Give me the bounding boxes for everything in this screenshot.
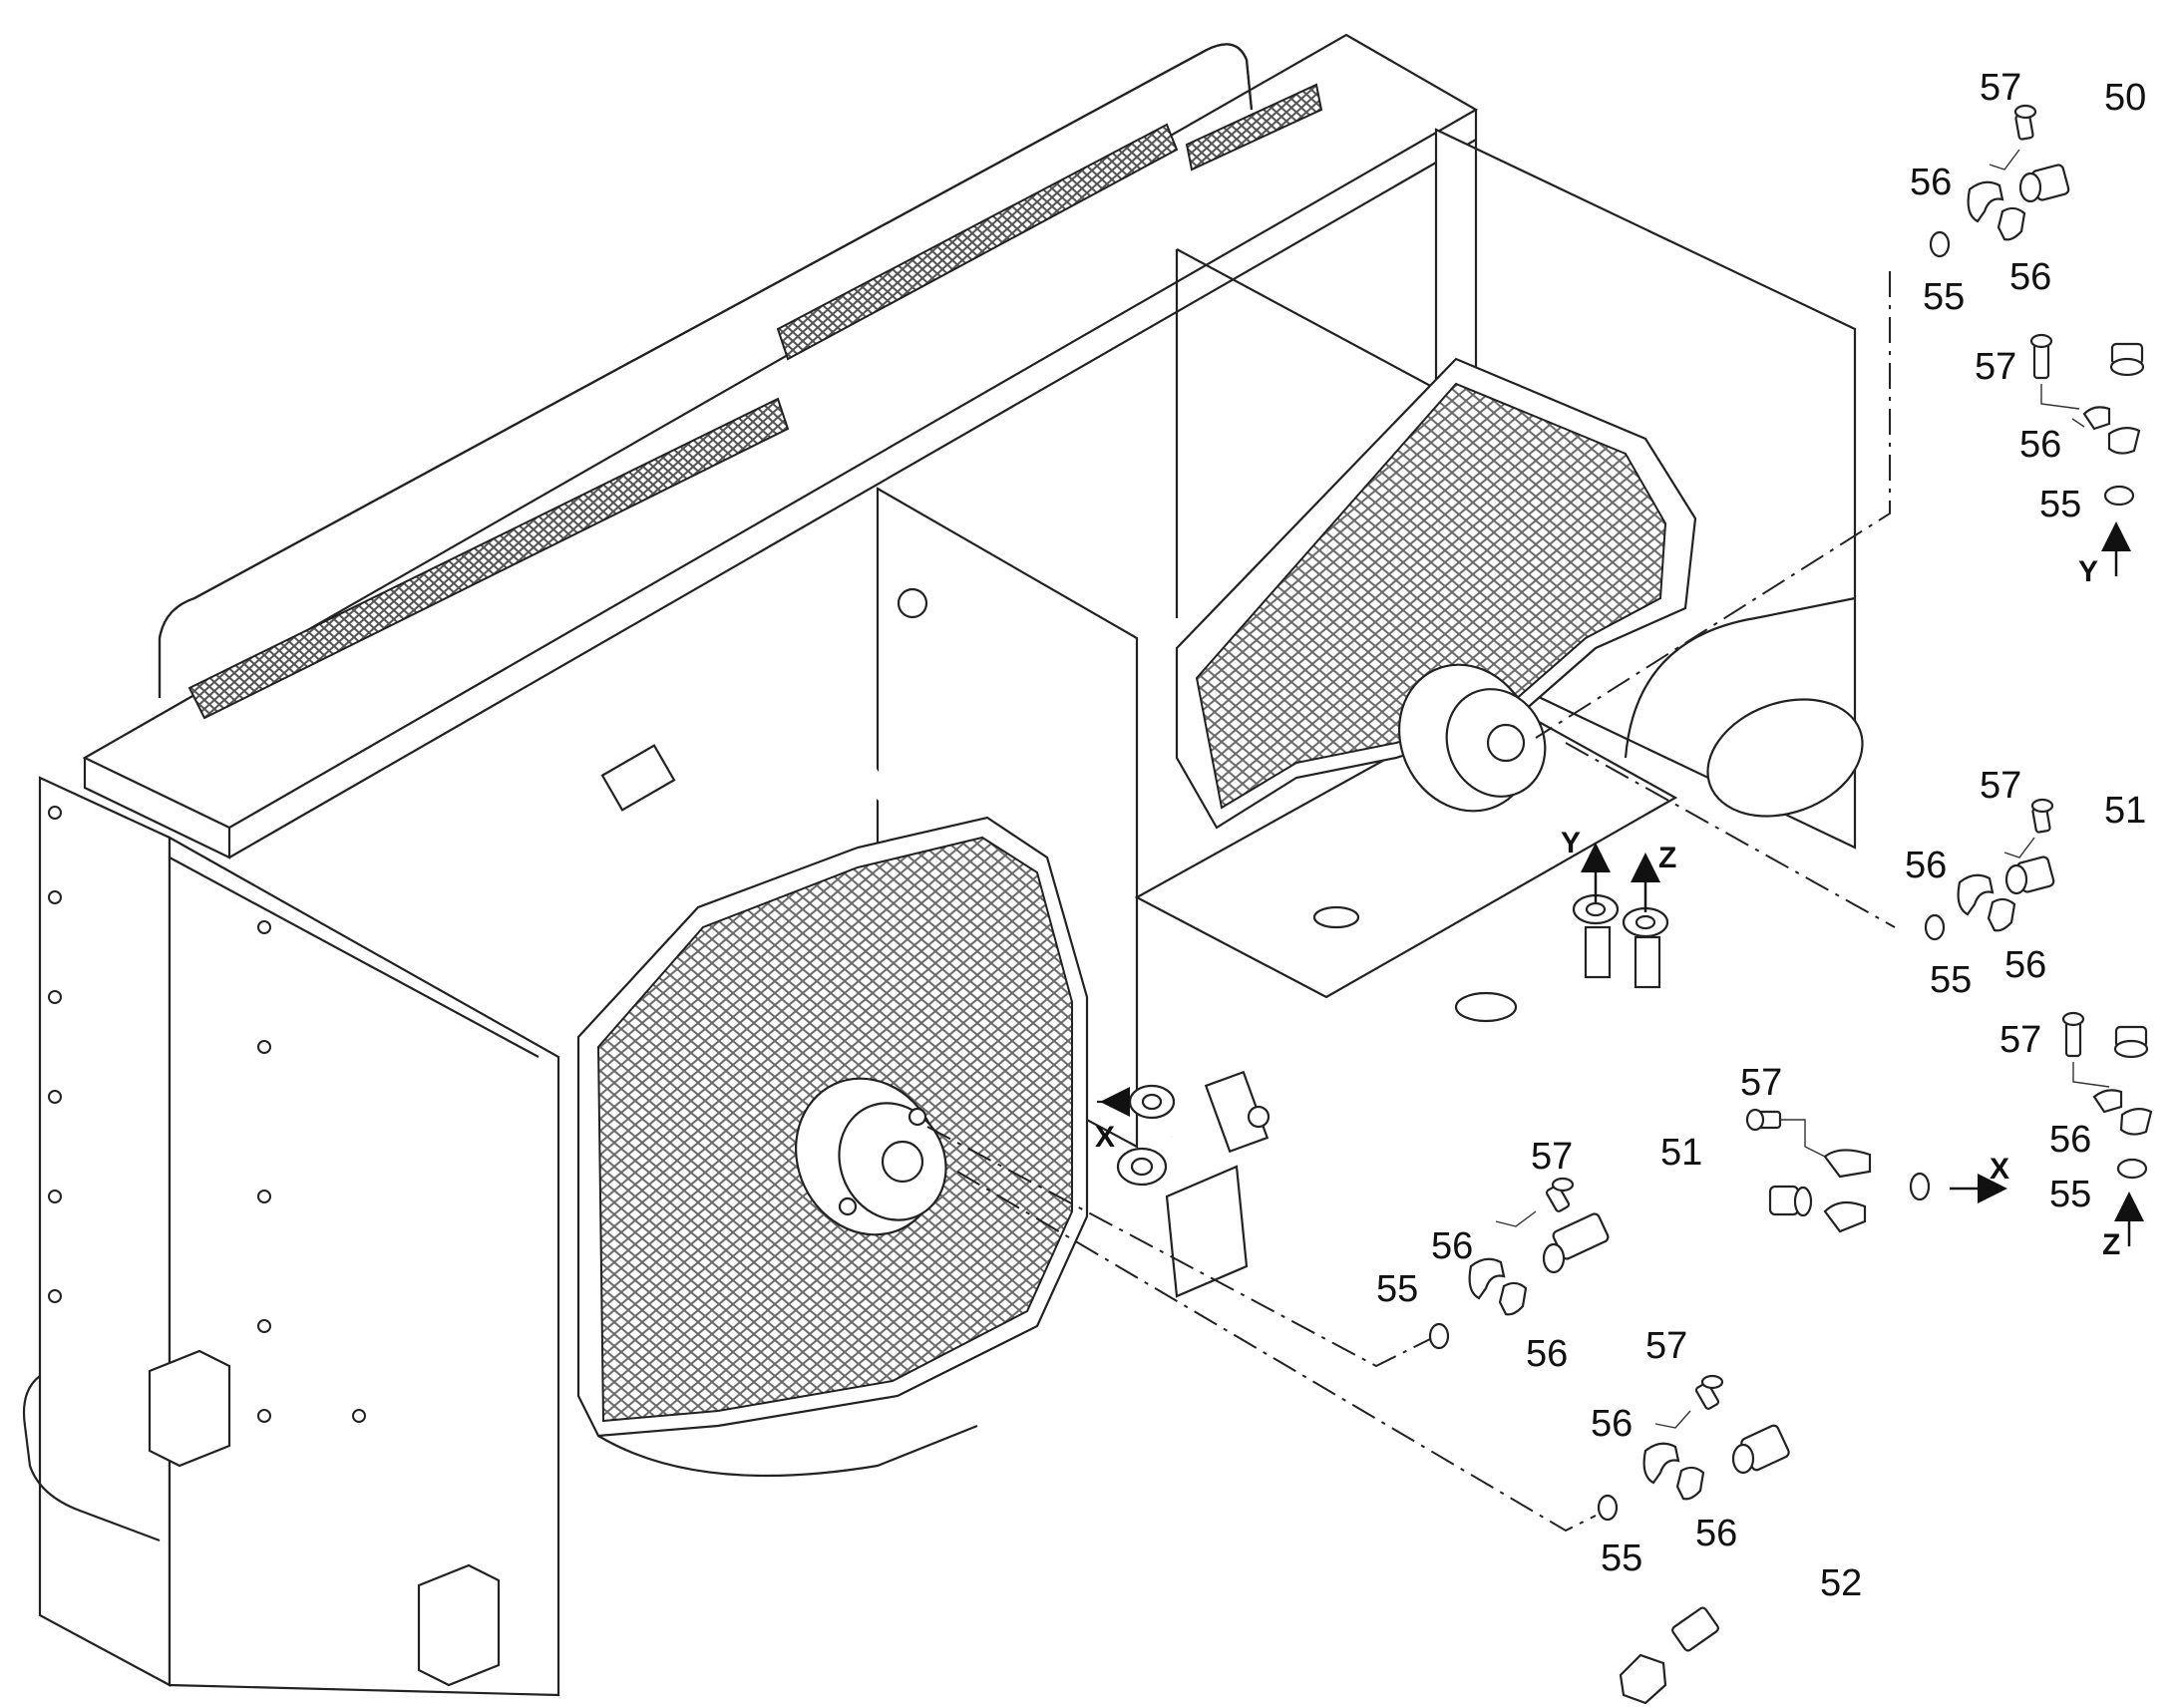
- callout-55: 55: [1930, 959, 1972, 1001]
- callout-56: 56: [1905, 845, 1947, 886]
- callout-56: 56: [1695, 1513, 1737, 1554]
- clamp-half-56: [1987, 897, 2016, 932]
- roof-grille-3: [1185, 83, 1323, 171]
- screw-57: [1745, 1108, 1782, 1132]
- callout-56: 56: [2004, 944, 2046, 986]
- view-label-z-main: Z: [1658, 842, 1676, 874]
- front-fan-motor: [795, 1077, 947, 1236]
- callout-55: 55: [1601, 1537, 1642, 1579]
- clamp-half-56: [1468, 1257, 1506, 1300]
- screw-57: [1545, 1177, 1575, 1212]
- callout-50: 50: [2104, 77, 2146, 119]
- roof-grille-2: [776, 123, 1179, 361]
- clamp-half-56: [1997, 206, 2026, 241]
- hydraulic-tubes: [1116, 893, 1669, 1298]
- o-ring-55: [1597, 1494, 1619, 1522]
- o-ring-55: [2116, 1158, 2148, 1180]
- callout-56: 56: [1910, 162, 1952, 203]
- o-ring-55: [1924, 913, 1946, 941]
- callout-57: 57: [1999, 1019, 2041, 1061]
- clamp-half-56: [1642, 1442, 1680, 1485]
- screw-57: [2029, 333, 2053, 380]
- callout-57: 57: [1975, 346, 2016, 388]
- o-ring-55: [1428, 1322, 1450, 1350]
- view-label-y-detail: Y: [2078, 555, 2098, 588]
- view-label-x-detail: X: [1990, 1153, 2009, 1186]
- front-fan-guard: [576, 816, 1089, 1478]
- callout-57: 57: [1740, 1062, 1782, 1104]
- screw-57: [2030, 798, 2054, 834]
- o-ring-55: [1909, 1172, 1931, 1201]
- parts-group-x: X 57 51 57 56 55 56: [1376, 1062, 2009, 1375]
- callout-52: 52: [1820, 1562, 1862, 1604]
- callout-56: 56: [2009, 256, 2051, 298]
- o-ring-55: [1929, 230, 1951, 258]
- callout-56: 56: [1526, 1333, 1568, 1375]
- view-label-y-main: Y: [1561, 827, 1581, 859]
- callout-56: 56: [1591, 1403, 1633, 1445]
- callout-56: 56: [2019, 424, 2061, 466]
- parts-group-y: Y 57 50 56 55 56 57 56 55: [1910, 67, 2146, 588]
- internal-piping: [583, 587, 928, 862]
- callout-57: 57: [1531, 1136, 1573, 1178]
- parts-group-bottom: 57 56 55 56 52: [1591, 1325, 1920, 1705]
- callout-55: 55: [1376, 1268, 1418, 1310]
- junction-box-1: [148, 1349, 231, 1468]
- callout-51: 51: [1660, 1132, 1702, 1174]
- view-label-x-main: X: [1095, 1121, 1115, 1154]
- clamp-half-56: [1967, 180, 2004, 223]
- callout-57: 57: [1980, 765, 2021, 807]
- screw-57: [1694, 1374, 1724, 1410]
- clamp-half-56: [1823, 1200, 1867, 1233]
- junction-box-2: [417, 1563, 501, 1687]
- roof-grille-1: [187, 397, 790, 720]
- rear-fan-motor: [1398, 663, 1547, 813]
- callout-56: 56: [2049, 1119, 2091, 1161]
- cooling-unit-frame: [22, 33, 1864, 1697]
- clamp-half-56: [2119, 1108, 2153, 1136]
- screw-57: [2013, 104, 2037, 141]
- screw-57: [2061, 1011, 2085, 1058]
- leader-lines: [926, 271, 1896, 1533]
- clamp-half-56: [1675, 1466, 1705, 1501]
- callout-56: 56: [1431, 1225, 1473, 1267]
- clamp-half-56: [1823, 1149, 1872, 1179]
- clamp-half-56: [2107, 427, 2141, 455]
- callout-51: 51: [2104, 790, 2146, 832]
- callout-55: 55: [1923, 276, 1965, 318]
- hose-51-z: [2042, 847, 2141, 1034]
- callout-55: 55: [2049, 1174, 2091, 1215]
- parts-group-z: Z 57 51 56 55 56 57 56 55: [1905, 765, 2153, 1261]
- view-arrows-main: X Y Z: [1095, 827, 1676, 1154]
- rear-fan-guard: [1175, 357, 1697, 830]
- clamp-half-56: [1957, 873, 1995, 916]
- callout-57: 57: [1980, 67, 2021, 109]
- clamp-half-56: [2082, 406, 2111, 431]
- view-label-z-detail: Z: [2102, 1228, 2120, 1261]
- side-bolts: [48, 806, 366, 1423]
- o-ring-55: [2103, 485, 2135, 507]
- callout-57: 57: [1645, 1325, 1687, 1367]
- callout-55: 55: [2039, 484, 2081, 525]
- clamp-half-56: [2092, 1089, 2123, 1114]
- clamp-half-56: [1498, 1281, 1528, 1316]
